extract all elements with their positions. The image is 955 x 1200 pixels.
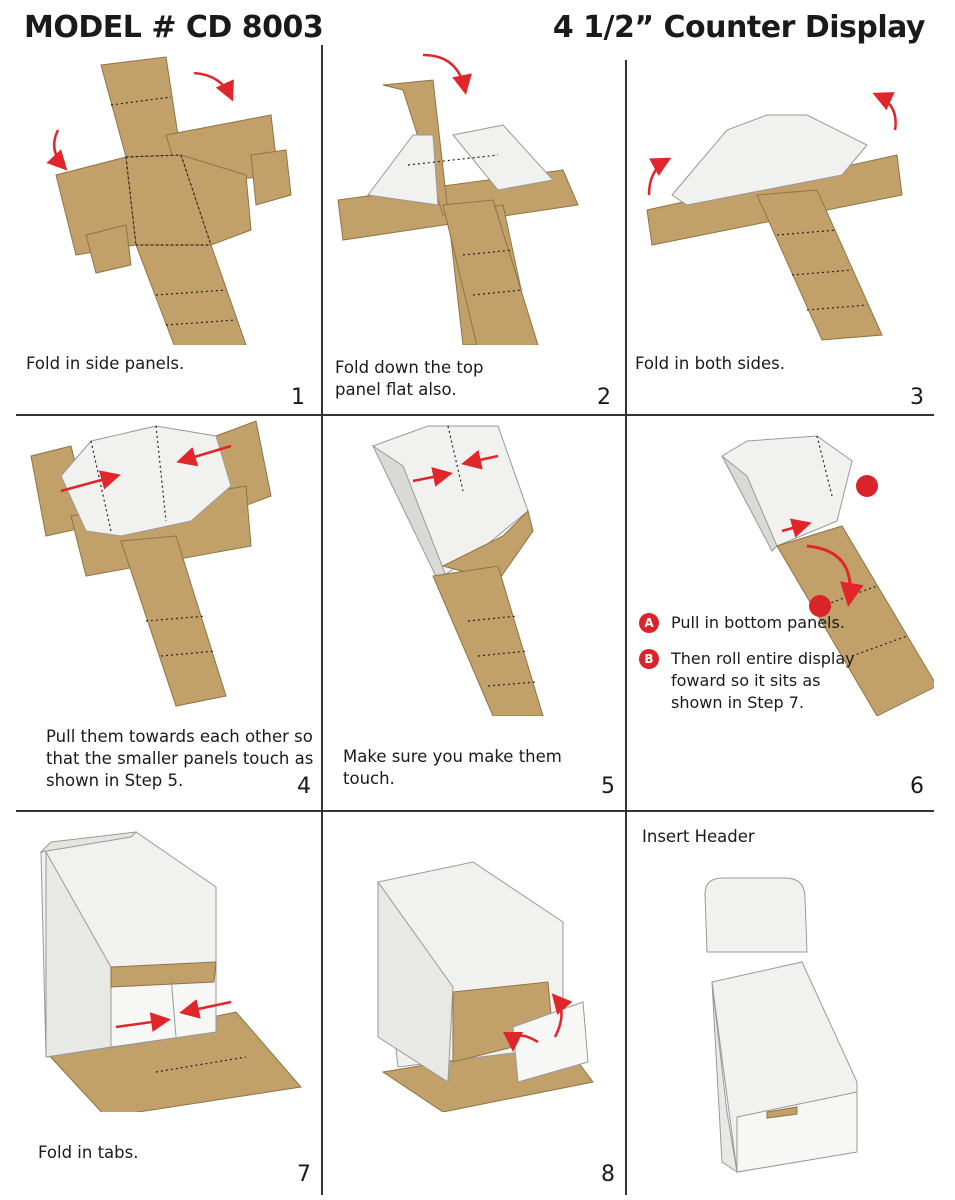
step-7-illustration [39,831,302,1112]
grid-divider-row2 [16,810,934,812]
step-3-number: 3 [910,385,924,410]
step-4: Pull them towards each other so that the… [16,416,321,808]
page-title-product: 4 1/2” Counter Display [552,10,926,45]
grid-divider-row1 [16,414,934,416]
step-2-number: 2 [597,385,611,410]
grid-divider-col1 [321,45,323,1195]
step-8-illustration [377,861,594,1112]
note-badge-b: B [639,649,659,669]
step-1-caption: Fold in side panels. [26,354,185,373]
step-1-illustration [46,56,292,345]
step-6-notes: A Pull in bottom panels. B Then roll ent… [639,612,869,728]
step-5-illustration [371,425,544,716]
step-8-number: 8 [601,1162,615,1187]
step-7-caption: Fold in tabs. [38,1143,139,1162]
step-1-number: 1 [291,385,305,410]
step-3-caption: Fold in both sides. [635,354,785,373]
step-4-caption: Pull them towards each other so that the… [46,727,314,790]
step-8: 8 [323,812,625,1200]
step-5-caption: Make sure you make them touch. [343,747,562,788]
step-7: Fold in tabs. 7 [16,812,321,1200]
step-9-illustration [704,877,858,1174]
step-5: Make sure you make them touch. 5 [323,416,625,808]
step-7-number: 7 [297,1162,311,1187]
step-2-illustration [337,53,579,345]
grid-divider-col2 [625,60,627,1195]
step-6-note-a-text: Pull in bottom panels. [671,613,845,632]
step-1: Fold in side panels. 1 [16,45,321,413]
step-2-caption: Fold down the top panel flat also. [335,358,484,399]
step-9-caption: Insert Header [642,827,755,846]
step-4-illustration [30,420,272,707]
step-6-note-b: B Then roll entire display foward so it … [639,648,869,714]
step-6-number: 6 [910,774,924,799]
step-6-illustration [721,435,934,716]
step-2: Fold down the top panel flat also. 2 [323,45,625,413]
step-3-illustration [646,92,903,341]
step-4-number: 4 [297,774,311,799]
step-6: A Pull in bottom panels. B Then roll ent… [627,416,934,808]
page-title-model: MODEL # CD 8003 [24,10,324,45]
step-3: Fold in both sides. 3 [627,45,934,413]
step-6-note-a: A Pull in bottom panels. [639,612,869,634]
step-5-number: 5 [601,774,615,799]
note-badge-a: A [639,613,659,633]
step-9: Insert Header [627,812,934,1200]
step-6-note-b-text: Then roll entire display foward so it si… [671,649,855,712]
